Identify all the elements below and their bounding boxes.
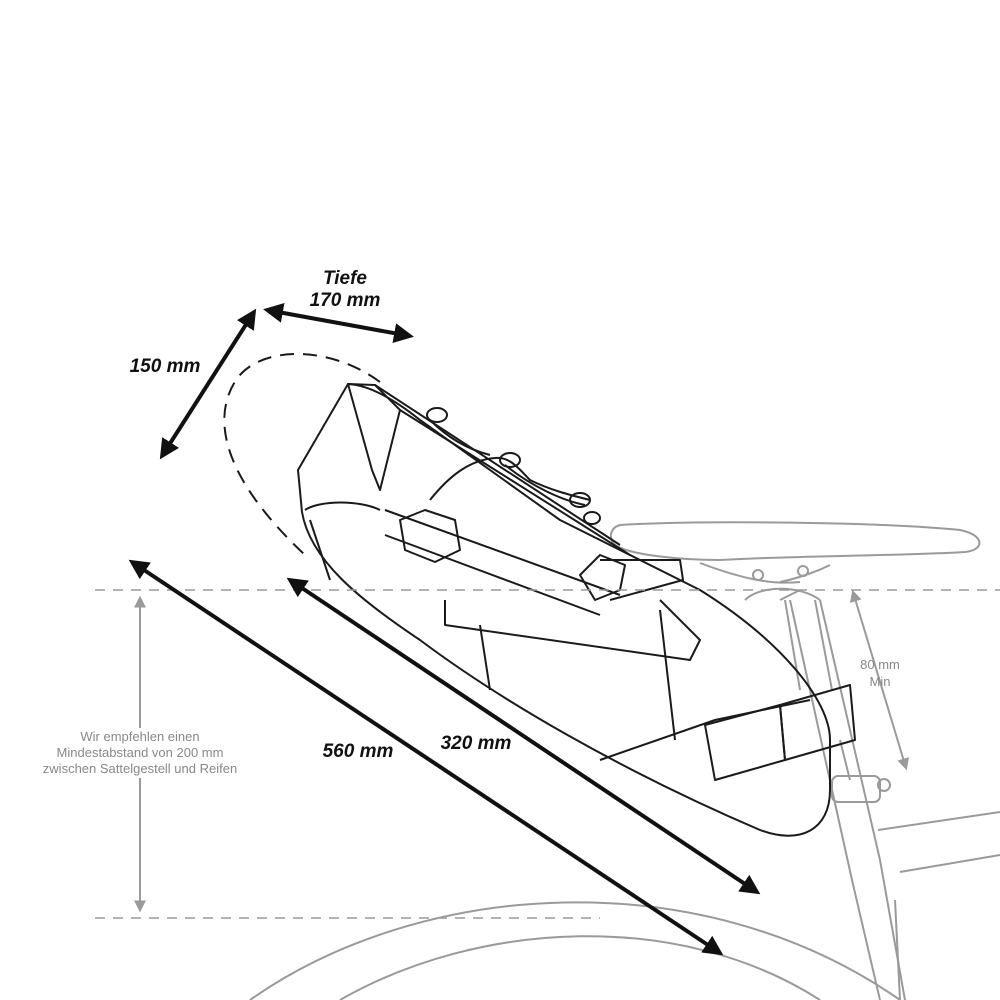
note-line-1: Wir empfehlen einen [80,729,199,744]
rear-wheel-inner [339,935,821,1000]
seat-post [784,599,851,781]
min-clearance-label: Min [870,674,891,689]
height-dimension-arrow [159,308,257,460]
saddle-bag [297,383,856,837]
min-clearance-value-label: 80 mm [860,657,900,672]
saddle [609,521,981,601]
bike-frame [779,589,1000,1000]
depth-dimension-arrow [263,303,414,343]
note-line-3: zwischen Sattelgestell und Reifen [43,761,237,776]
total-length-label: 560 mm [323,741,394,762]
note-line-2: Mindestabstand von 200 mm [57,745,224,760]
min-clearance-arrow [850,589,909,771]
bag-length-dimension-arrow [286,577,761,895]
rear-wheel-outer [249,901,901,1000]
bag-length-label: 320 mm [441,733,512,754]
note-background [28,728,266,778]
depth-value-label: 170 mm [310,290,381,311]
depth-title-label: Tiefe [323,268,367,289]
expanded-roll-outline [223,353,381,556]
height-value-label: 150 mm [130,356,201,377]
